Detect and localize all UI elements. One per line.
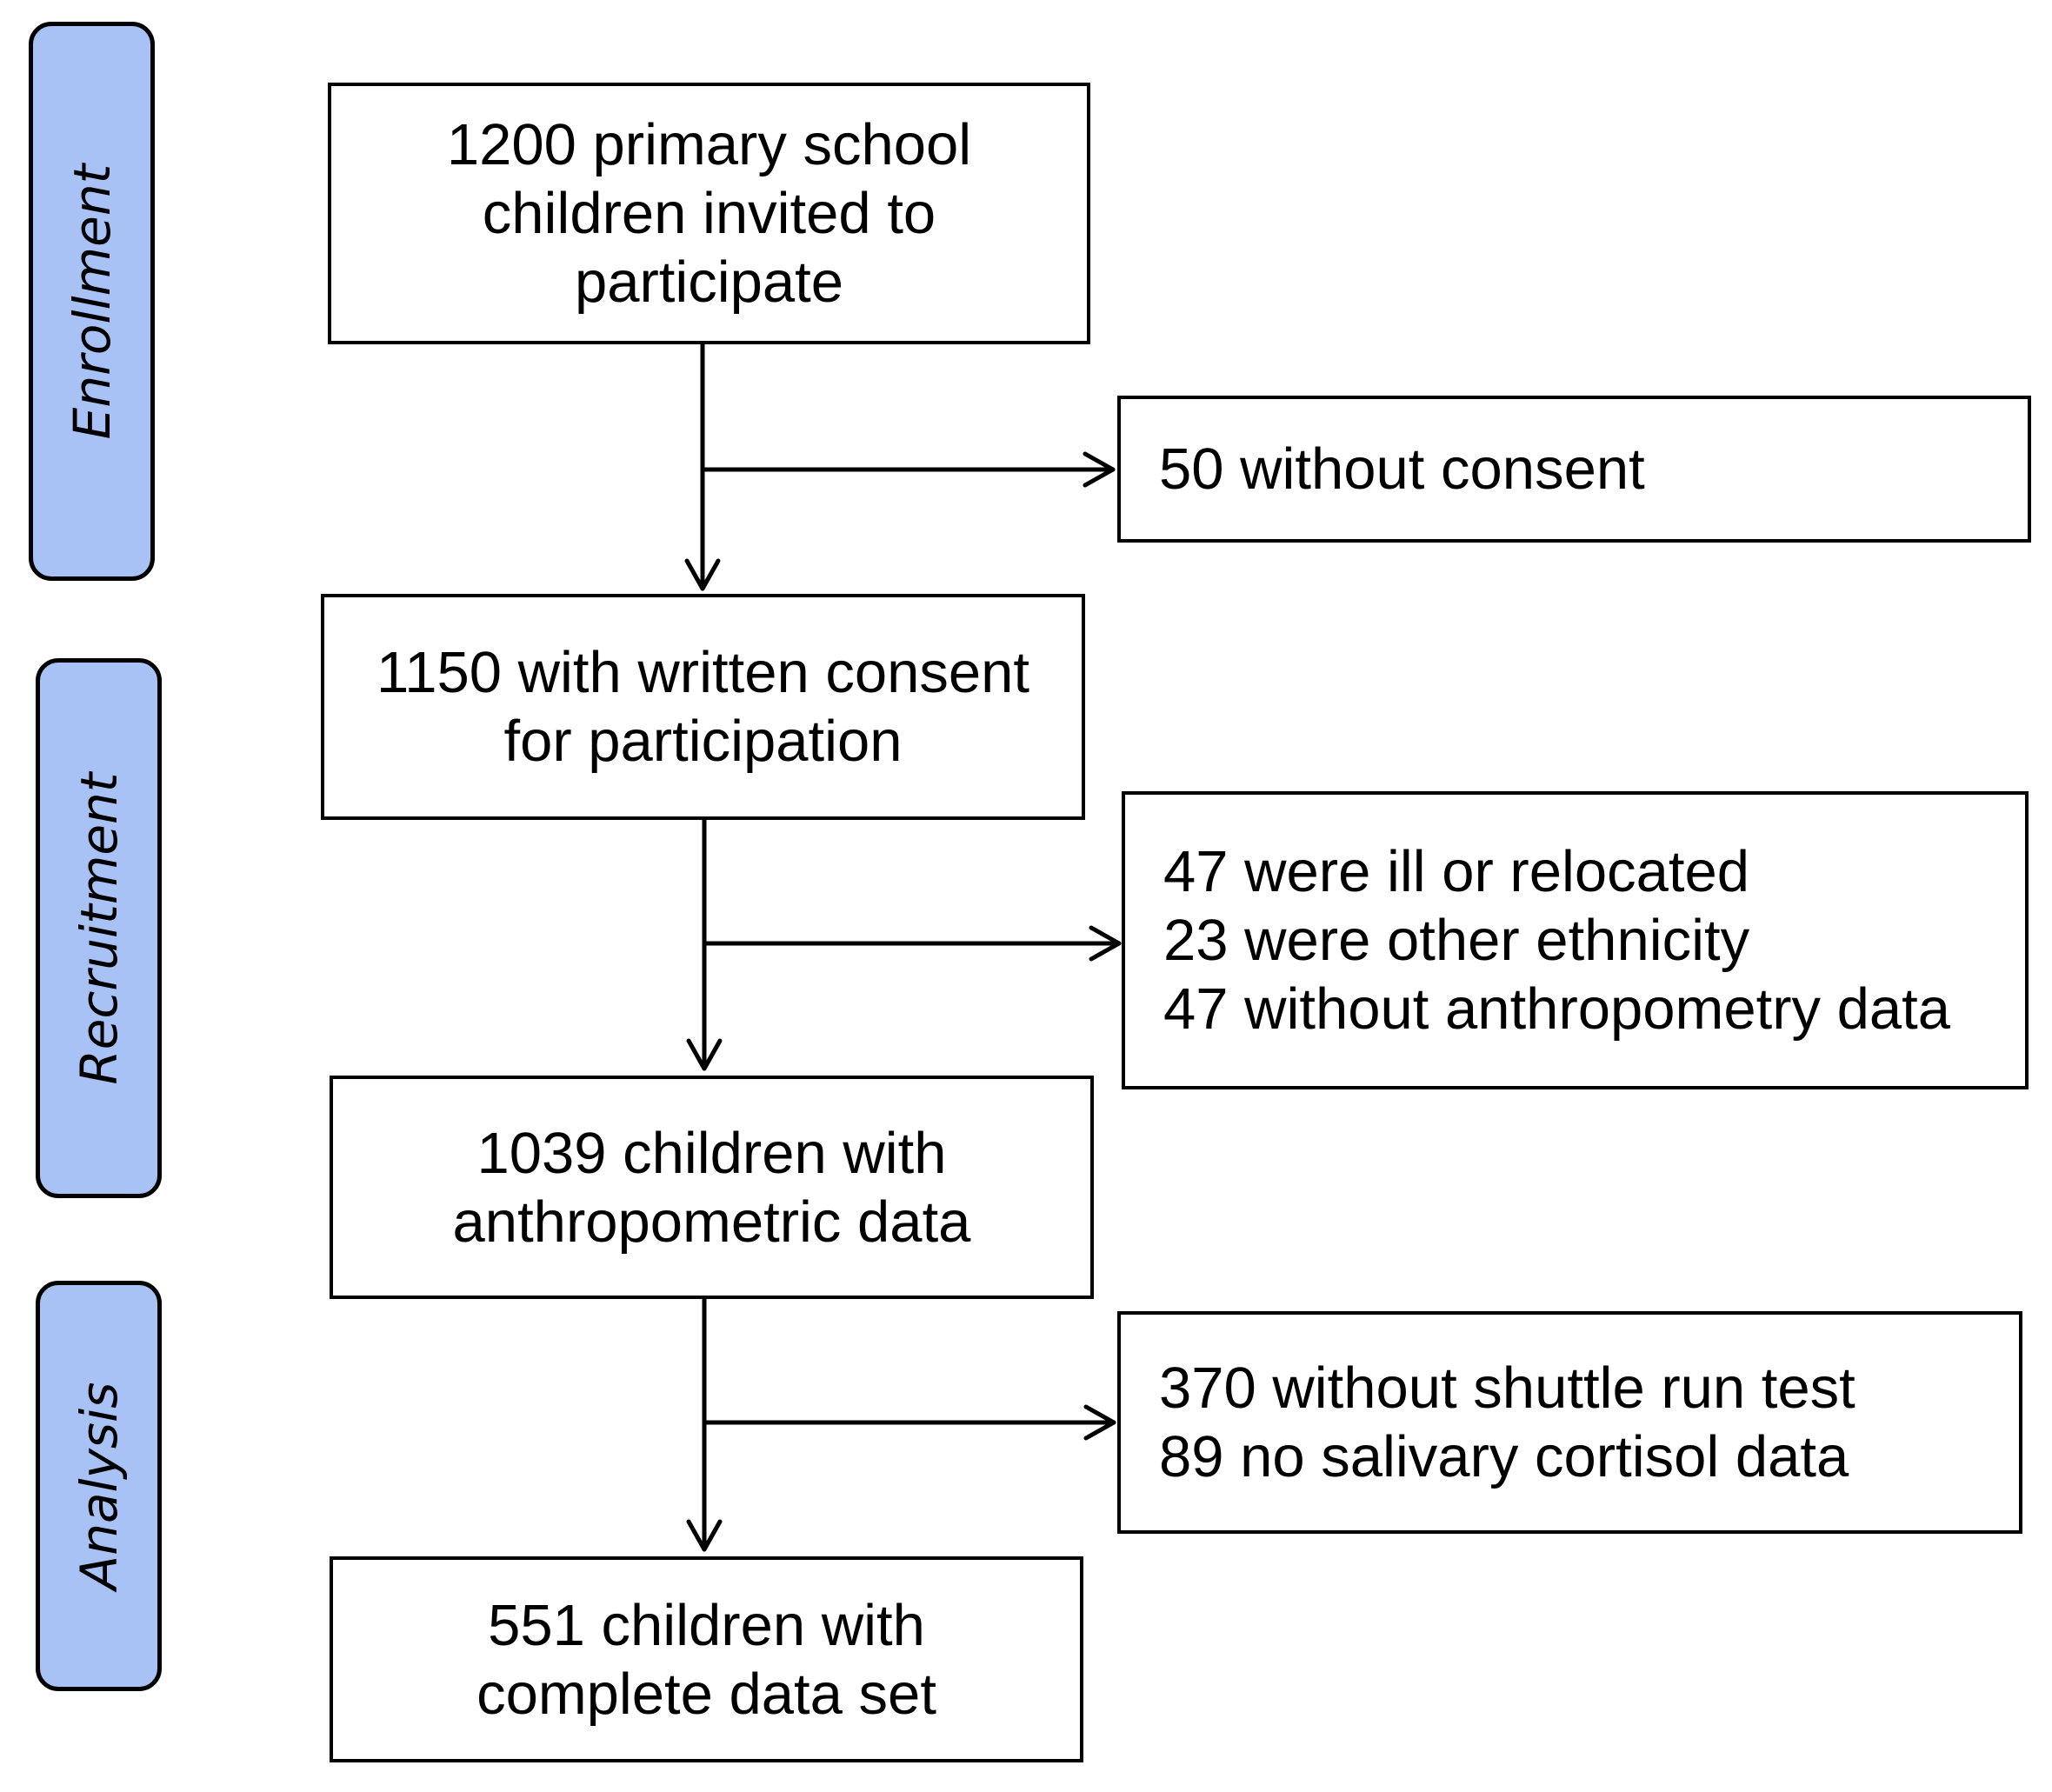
arrowhead (684, 558, 721, 591)
phase-enrollment: Enrollment (29, 22, 155, 581)
phase-recruitment: Recruitment (36, 658, 162, 1198)
box-anthropometric-line: 1039 children with (476, 1120, 947, 1186)
box-consent-line: 1150 with written consent (376, 640, 1030, 705)
arrowhead (686, 1038, 723, 1071)
box-invited-line: participate (574, 250, 844, 315)
box-consent-line: for participation (503, 709, 903, 774)
box-invited-line: 1200 primary school (446, 112, 972, 177)
box-exclusions-analysis: 370 without shuttle run test 89 no saliv… (1117, 1311, 2022, 1534)
box-exclusions-analysis-line: 89 no salivary cortisol data (1159, 1424, 1849, 1489)
box-invited: 1200 primary school children invited to … (328, 83, 1090, 344)
box-complete-line: complete data set (476, 1661, 936, 1727)
arrowhead (1083, 1404, 1116, 1441)
box-exclusions-recruitment-line: 23 were other ethnicity (1163, 908, 1750, 973)
box-anthropometric-line: anthropometric data (452, 1189, 971, 1255)
box-exclusions-recruitment-line: 47 were ill or relocated (1163, 839, 1750, 904)
box-exclusions-analysis-line: 370 without shuttle run test (1159, 1356, 1855, 1421)
box-anthropometric: 1039 children with anthropometric data (330, 1076, 1094, 1299)
box-consent: 1150 with written consent for participat… (321, 594, 1085, 820)
box-no-consent-line: 50 without consent (1159, 436, 1645, 502)
box-complete-line: 551 children with (488, 1592, 925, 1658)
arrowhead (1083, 451, 1116, 488)
box-no-consent: 50 without consent (1117, 396, 2031, 543)
arrowhead (1089, 925, 1122, 962)
box-exclusions-recruitment: 47 were ill or relocated 23 were other e… (1122, 791, 2029, 1089)
arrowhead (686, 1519, 723, 1552)
box-invited-line: children invited to (482, 181, 936, 246)
phase-analysis: Analysis (36, 1281, 162, 1691)
box-exclusions-recruitment-line: 47 without anthropometry data (1163, 976, 1951, 1042)
box-complete: 551 children with complete data set (330, 1556, 1083, 1762)
